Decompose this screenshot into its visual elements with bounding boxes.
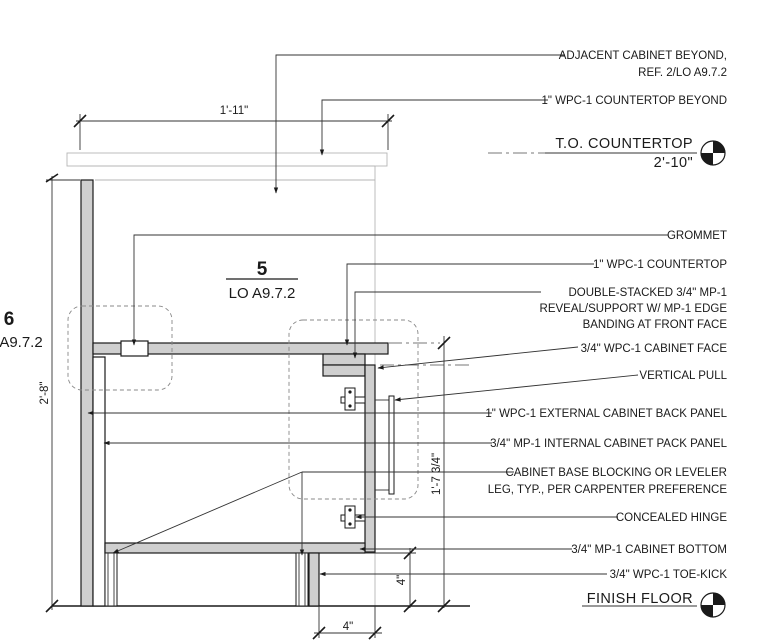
- floor-level-symbol-icon: [700, 592, 726, 618]
- cabinet-face: [364, 364, 376, 553]
- callout-vertical-pull: VERTICAL PULL: [639, 370, 727, 382]
- overall-width-label: 1'-11": [220, 105, 248, 117]
- dim-toe-height: [365, 546, 417, 613]
- countertop-level-elev: 2'-10": [654, 155, 693, 171]
- countertop-level-label: T.O. COUNTERTOP: [555, 136, 693, 152]
- reveal-support-upper: [322, 353, 366, 366]
- leaders: [87, 54, 668, 577]
- detail-6-number[interactable]: 6: [4, 309, 15, 330]
- adjacent-cabinet-beyond: [66, 152, 388, 606]
- floor-level-label: FINISH FLOOR: [587, 591, 693, 607]
- dim-overall-width: [73, 114, 395, 150]
- callout-external-back-panel: 1" WPC-1 EXTERNAL CABINET BACK PANEL: [485, 408, 727, 420]
- cabinet-section: [80, 179, 395, 607]
- dim-toe-depth: [312, 606, 382, 640]
- base-leg-back: [104, 552, 118, 607]
- callout-countertop: 1" WPC-1 COUNTERTOP: [593, 259, 727, 271]
- toe-depth-label: 4": [343, 621, 353, 633]
- callout-countertop-beyond: 1" WPC-1 COUNTERTOP BEYOND: [541, 95, 727, 107]
- callout-grommet: GROMMET: [667, 230, 727, 242]
- callout-concealed-hinge: CONCEALED HINGE: [616, 512, 728, 524]
- detail-6-sheet[interactable]: A9.7.2: [0, 334, 43, 351]
- detail-5-bubble: [288, 319, 419, 500]
- callout-adjacent-cabinet-line2: REF. 2/LO A9.7.2: [638, 67, 727, 79]
- countertop: [92, 342, 389, 355]
- overall-height-label: 2'-8": [39, 382, 51, 405]
- hinge-lower: [340, 505, 366, 529]
- cabinet-height-label: 1'-7 3/4": [431, 453, 443, 495]
- callout-double-stacked-line2: REVEAL/SUPPORT W/ MP-1 EDGE: [540, 303, 728, 315]
- detail-6-bubble: [67, 305, 173, 391]
- hinge-upper: [340, 387, 366, 411]
- external-back-panel: [80, 179, 94, 607]
- detail-5-sheet[interactable]: LO A9.7.2: [229, 285, 296, 302]
- cabinet-bottom: [104, 542, 366, 554]
- countertop-level-symbol-icon: [700, 140, 726, 166]
- toe-kick: [308, 552, 320, 607]
- internal-pack-panel: [92, 356, 106, 607]
- callout-internal-pack-panel: 3/4" MP-1 INTERNAL CABINET PACK PANEL: [490, 438, 728, 450]
- detail-5-number[interactable]: 5: [257, 259, 268, 280]
- vertical-pull: [375, 395, 395, 495]
- dim-overall-height: [45, 173, 80, 613]
- callout-cabinet-face: 3/4" WPC-1 CABINET FACE: [581, 343, 728, 355]
- grommet: [120, 340, 149, 357]
- base-leg-front: [295, 552, 309, 607]
- callout-base-blocking-line2: LEG, TYP., PER CARPENTER PREFERENCE: [488, 484, 728, 496]
- reveal-support-lower: [322, 364, 366, 377]
- callout-double-stacked-line3: BANDING AT FRONT FACE: [583, 319, 728, 331]
- toe-height-label: 4": [396, 575, 408, 585]
- callout-double-stacked-line1: DOUBLE-STACKED 3/4" MP-1: [568, 287, 727, 299]
- callout-cabinet-bottom: 3/4" MP-1 CABINET BOTTOM: [571, 544, 727, 556]
- callout-adjacent-cabinet-line1: ADJACENT CABINET BEYOND,: [559, 50, 727, 62]
- callout-toe-kick: 3/4" WPC-1 TOE-KICK: [610, 569, 728, 581]
- callout-base-blocking-line1: CABINET BASE BLOCKING OR LEVELER: [505, 467, 727, 479]
